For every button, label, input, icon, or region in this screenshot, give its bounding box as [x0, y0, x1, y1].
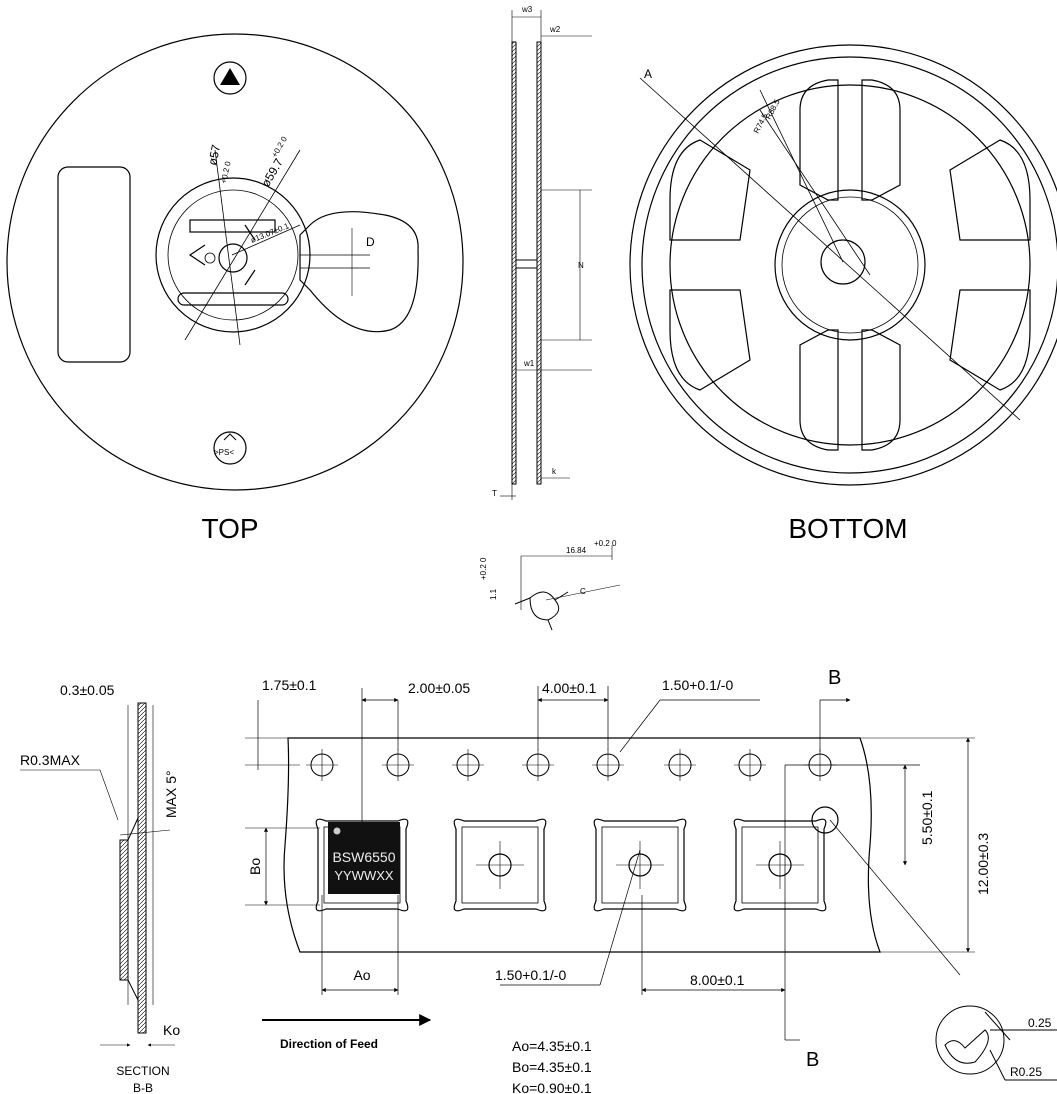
dim-hole-pitch: 4.00±0.1: [542, 680, 597, 696]
pocket-inner: [601, 826, 679, 904]
dim-d59-tol: +0.2 0: [270, 135, 289, 159]
pocket-outer: [593, 818, 687, 912]
pocket-outer: [453, 818, 547, 912]
tape-dimension-lines: [257, 686, 971, 1041]
side-w3: w3: [521, 5, 533, 14]
hub-w: 16.84: [566, 546, 587, 555]
detail-025: 0.25: [1028, 1016, 1052, 1030]
section-label-1: SECTION: [116, 1064, 169, 1078]
hub-detail: [514, 545, 621, 631]
sprocket-hole-crosshair: [592, 749, 624, 781]
side-k: k: [552, 467, 557, 476]
reel-side-view: [500, 10, 592, 500]
corner-detail: [935, 1005, 1057, 1081]
dim-hole-dia-top: 1.50+0.1/-0: [662, 677, 733, 693]
tape-ko: Ko: [163, 1022, 180, 1038]
side-n: N: [578, 261, 584, 270]
dim-d57: ø57: [205, 143, 223, 166]
pocket-crosshair: [476, 841, 524, 889]
dim-d13: ø13.07±0.1: [249, 221, 290, 245]
reel-top-outer-rim: [6, 33, 464, 491]
dim-tape-width: 12.00±0.3: [975, 833, 991, 895]
hub-h-tol: +0.2 0: [479, 557, 488, 580]
ps-symbol-text: >PS<: [214, 448, 234, 457]
dim-d-label: D: [366, 235, 375, 249]
dim-hole-dia-bottom: 1.50+0.1/-0: [495, 967, 566, 983]
detail-r025: R0.25: [1010, 1065, 1042, 1079]
section-mark-bottom: B: [806, 1049, 819, 1071]
hub-c: C: [580, 587, 586, 596]
reel-top-label-window: [57, 166, 131, 363]
reel-top-slot-upper: [189, 219, 276, 233]
dim-pocket-pitch: 8.00±0.1: [690, 972, 745, 988]
dim-pitch-hole-edge: 1.75±0.1: [262, 677, 317, 693]
dim-d59: ø59.7: [258, 156, 286, 190]
carrier-tape: [245, 737, 975, 953]
sprocket-holes: [306, 749, 836, 781]
tape-max-angle: MAX 5°: [163, 770, 179, 818]
recycle-symbol-icon: [213, 431, 247, 465]
reel-bottom-view: [629, 44, 1057, 486]
chip-body: [328, 822, 400, 894]
sprocket-hole-crosshair: [664, 749, 696, 781]
pocket-inner: [741, 826, 819, 904]
side-w2: w2: [549, 25, 561, 34]
reel-bottom-outer-rim: [629, 44, 1057, 486]
feed-label: Direction of Feed: [280, 1037, 378, 1051]
bottom-r74: R74.5: [752, 111, 770, 135]
reel-top-window-right: [299, 211, 419, 333]
tape-r-max: R0.3MAX: [20, 752, 81, 768]
sprocket-hole-crosshair: [382, 749, 414, 781]
section-bb: [20, 702, 175, 1047]
reel-top-hub-center: [218, 243, 248, 273]
dim-ao: Ao: [353, 967, 370, 983]
reel-top-hub-ring: [155, 177, 311, 333]
dim-d57-tol: +0.2 0: [219, 160, 233, 184]
spec-ao: Ao=4.35±0.1: [512, 1038, 592, 1054]
pocket-crosshair: [616, 841, 664, 889]
spec-bo: Bo=4.35±0.1: [512, 1059, 592, 1075]
section-mark-top: B: [828, 667, 841, 689]
dim-hole-to-pocket: 2.00±0.05: [408, 680, 470, 696]
pocket-outer: [733, 818, 827, 912]
chip-line2: YYWWXX: [334, 868, 394, 883]
spec-ko: Ko=0.90±0.1: [512, 1080, 592, 1094]
hub-w-tol: +0.2 0: [594, 539, 617, 548]
pocket-crosshair: [756, 841, 804, 889]
side-t: T: [492, 489, 497, 498]
pocket-inner: [461, 826, 539, 904]
tape-thickness: 0.3±0.05: [60, 682, 115, 698]
chip-line1: BSW6550: [332, 849, 395, 865]
sprocket-hole-crosshair: [452, 749, 484, 781]
chip-pin1-dot: [333, 827, 341, 835]
reel-top-slot-lower: [177, 292, 289, 306]
sprocket-hole-crosshair: [522, 749, 554, 781]
section-label-2: B-B: [133, 1081, 153, 1094]
reel-top-view: [6, 33, 464, 491]
side-w1: w1: [523, 359, 535, 368]
dim-bo: Bo: [247, 858, 263, 875]
hub-h: 1.1: [489, 588, 498, 600]
esd-symbol-icon: [213, 61, 247, 95]
reel-bottom-hub: [774, 189, 926, 341]
bottom-label: BOTTOM: [788, 513, 907, 544]
sprocket-hole-crosshair: [306, 749, 338, 781]
top-label: TOP: [201, 513, 258, 544]
sprocket-hole-crosshair: [734, 749, 766, 781]
corner-hole: [811, 806, 839, 834]
dim-pocket-offset: 5.50±0.1: [919, 790, 935, 845]
bottom-a: A: [644, 67, 652, 81]
